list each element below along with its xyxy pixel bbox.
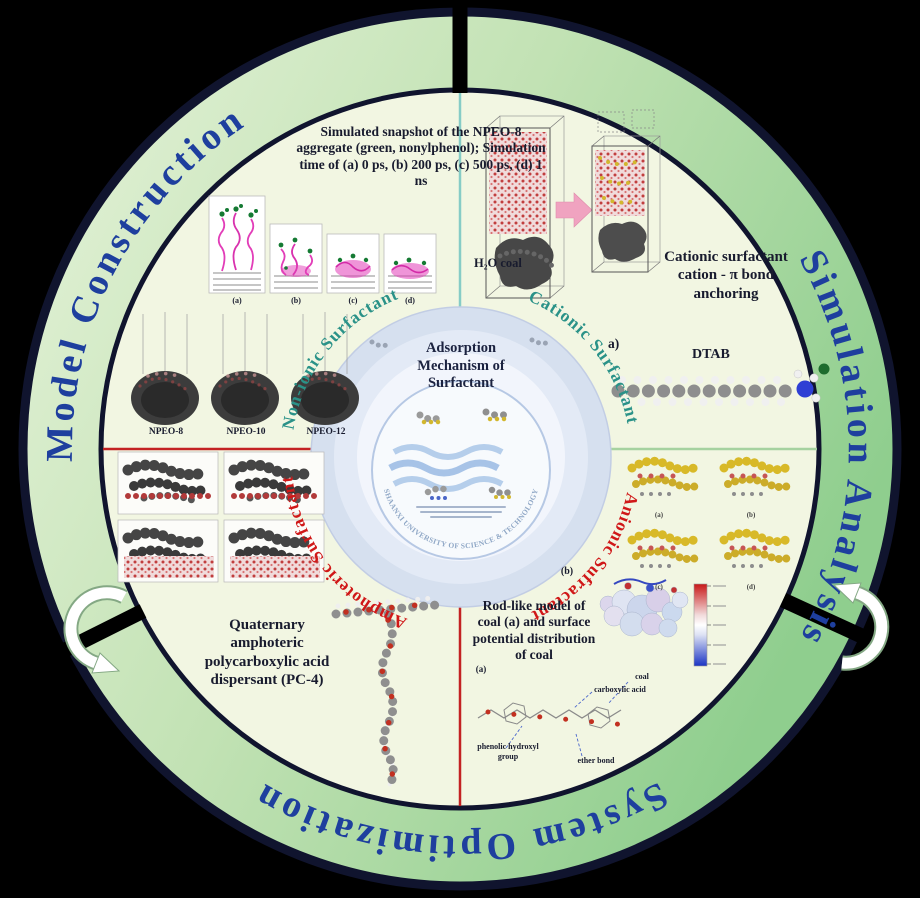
anionic-subfig-b: (b) bbox=[560, 566, 574, 577]
water-coal-box-after bbox=[591, 109, 661, 273]
anionic-subfig-a: (a) bbox=[475, 664, 487, 674]
nonionic-panel-label-d: (d) bbox=[405, 296, 415, 305]
water-slab-c bbox=[124, 556, 214, 578]
seal-fine-print-lines bbox=[416, 506, 506, 518]
amphoteric-caption: Quaternary amphoteric polycarboxylic aci… bbox=[204, 617, 330, 688]
aggregate-label-b: (b) bbox=[746, 511, 756, 519]
nonionic-panel-label-b: (b) bbox=[291, 296, 301, 305]
nitrogen-atom bbox=[796, 380, 814, 398]
aggregate-label-d: (d) bbox=[746, 583, 756, 591]
dtab-label: DTAB bbox=[692, 347, 730, 362]
npeo8-label: NPEO-8 bbox=[148, 427, 184, 437]
npeo-snapshot-c bbox=[326, 233, 380, 294]
cycle-arrows bbox=[63, 582, 890, 674]
divider-lines bbox=[103, 93, 817, 806]
npeo-snapshot-a bbox=[208, 195, 266, 294]
water-slab-d bbox=[230, 556, 320, 578]
cycle-arrow-right bbox=[832, 582, 890, 671]
nonionic-panel-label-c: (c) bbox=[348, 296, 358, 305]
nonionic-panel-label-a: (a) bbox=[232, 296, 242, 305]
coal-rod-model bbox=[599, 578, 689, 638]
h2o-coal-label: H₂O coal bbox=[474, 256, 522, 270]
center-molecule-thumbnails bbox=[369, 337, 555, 500]
pc4-molecule bbox=[331, 595, 441, 792]
bromide-ion bbox=[818, 363, 830, 375]
transition-arrow bbox=[555, 192, 593, 228]
ring-gap-right bbox=[779, 593, 870, 645]
potential-color-scale bbox=[693, 583, 726, 667]
annotation-coal: coal bbox=[635, 672, 649, 681]
annotation-ether-bond: ether bond bbox=[577, 756, 615, 765]
npeo12-label: NPEO-12 bbox=[306, 427, 346, 437]
anionic-caption: Rod-like model of coal (a) and surface p… bbox=[472, 598, 596, 663]
cationic-subfig-label: a) bbox=[608, 336, 620, 351]
npeo10-label: NPEO-10 bbox=[226, 427, 266, 437]
center-medallion: SHAANXI UNIVERSITY OF SCIENCE & TECHNOLO… bbox=[310, 306, 612, 608]
cationic-graphics bbox=[485, 109, 830, 406]
anionic-graphics bbox=[477, 461, 788, 757]
amphoteric-sim-panel-a bbox=[118, 452, 218, 514]
cycle-arrow-left bbox=[63, 585, 128, 674]
annotation-phenolic-hydroxyl: phenolic hydroxyl group bbox=[477, 742, 539, 761]
amphoteric-sim-panel-b bbox=[224, 452, 324, 514]
amphoteric-graphics bbox=[118, 452, 441, 792]
center-heading: Adsorption Mechanism of Surfactant bbox=[417, 340, 505, 392]
dtab-molecule bbox=[611, 363, 830, 406]
nonionic-caption: Simulated snapshot of the NPEO-8 aggrega… bbox=[296, 124, 546, 189]
water-coal-box-before bbox=[485, 115, 565, 299]
aggregate-label-c: (c) bbox=[655, 583, 663, 591]
coal-skeletal-molecule bbox=[477, 681, 641, 757]
annotation-carboxylic-acid: carboxylic acid bbox=[594, 685, 646, 694]
nonionic-graphics bbox=[129, 195, 437, 427]
npeo-snapshot-b bbox=[269, 223, 323, 294]
cationic-caption: Cationic surfactant cation - π bond anch… bbox=[664, 249, 788, 302]
seal-wave-bands bbox=[388, 444, 504, 492]
aggregate-label-a: (a) bbox=[654, 511, 664, 519]
npeo-snapshot-d bbox=[383, 233, 437, 294]
